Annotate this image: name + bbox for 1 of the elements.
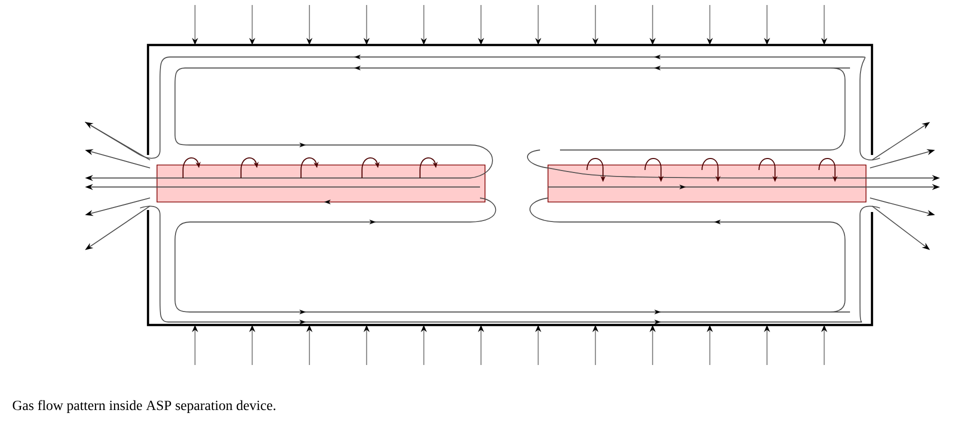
caption: Gas flow pattern inside ASP separation device. bbox=[12, 400, 276, 413]
